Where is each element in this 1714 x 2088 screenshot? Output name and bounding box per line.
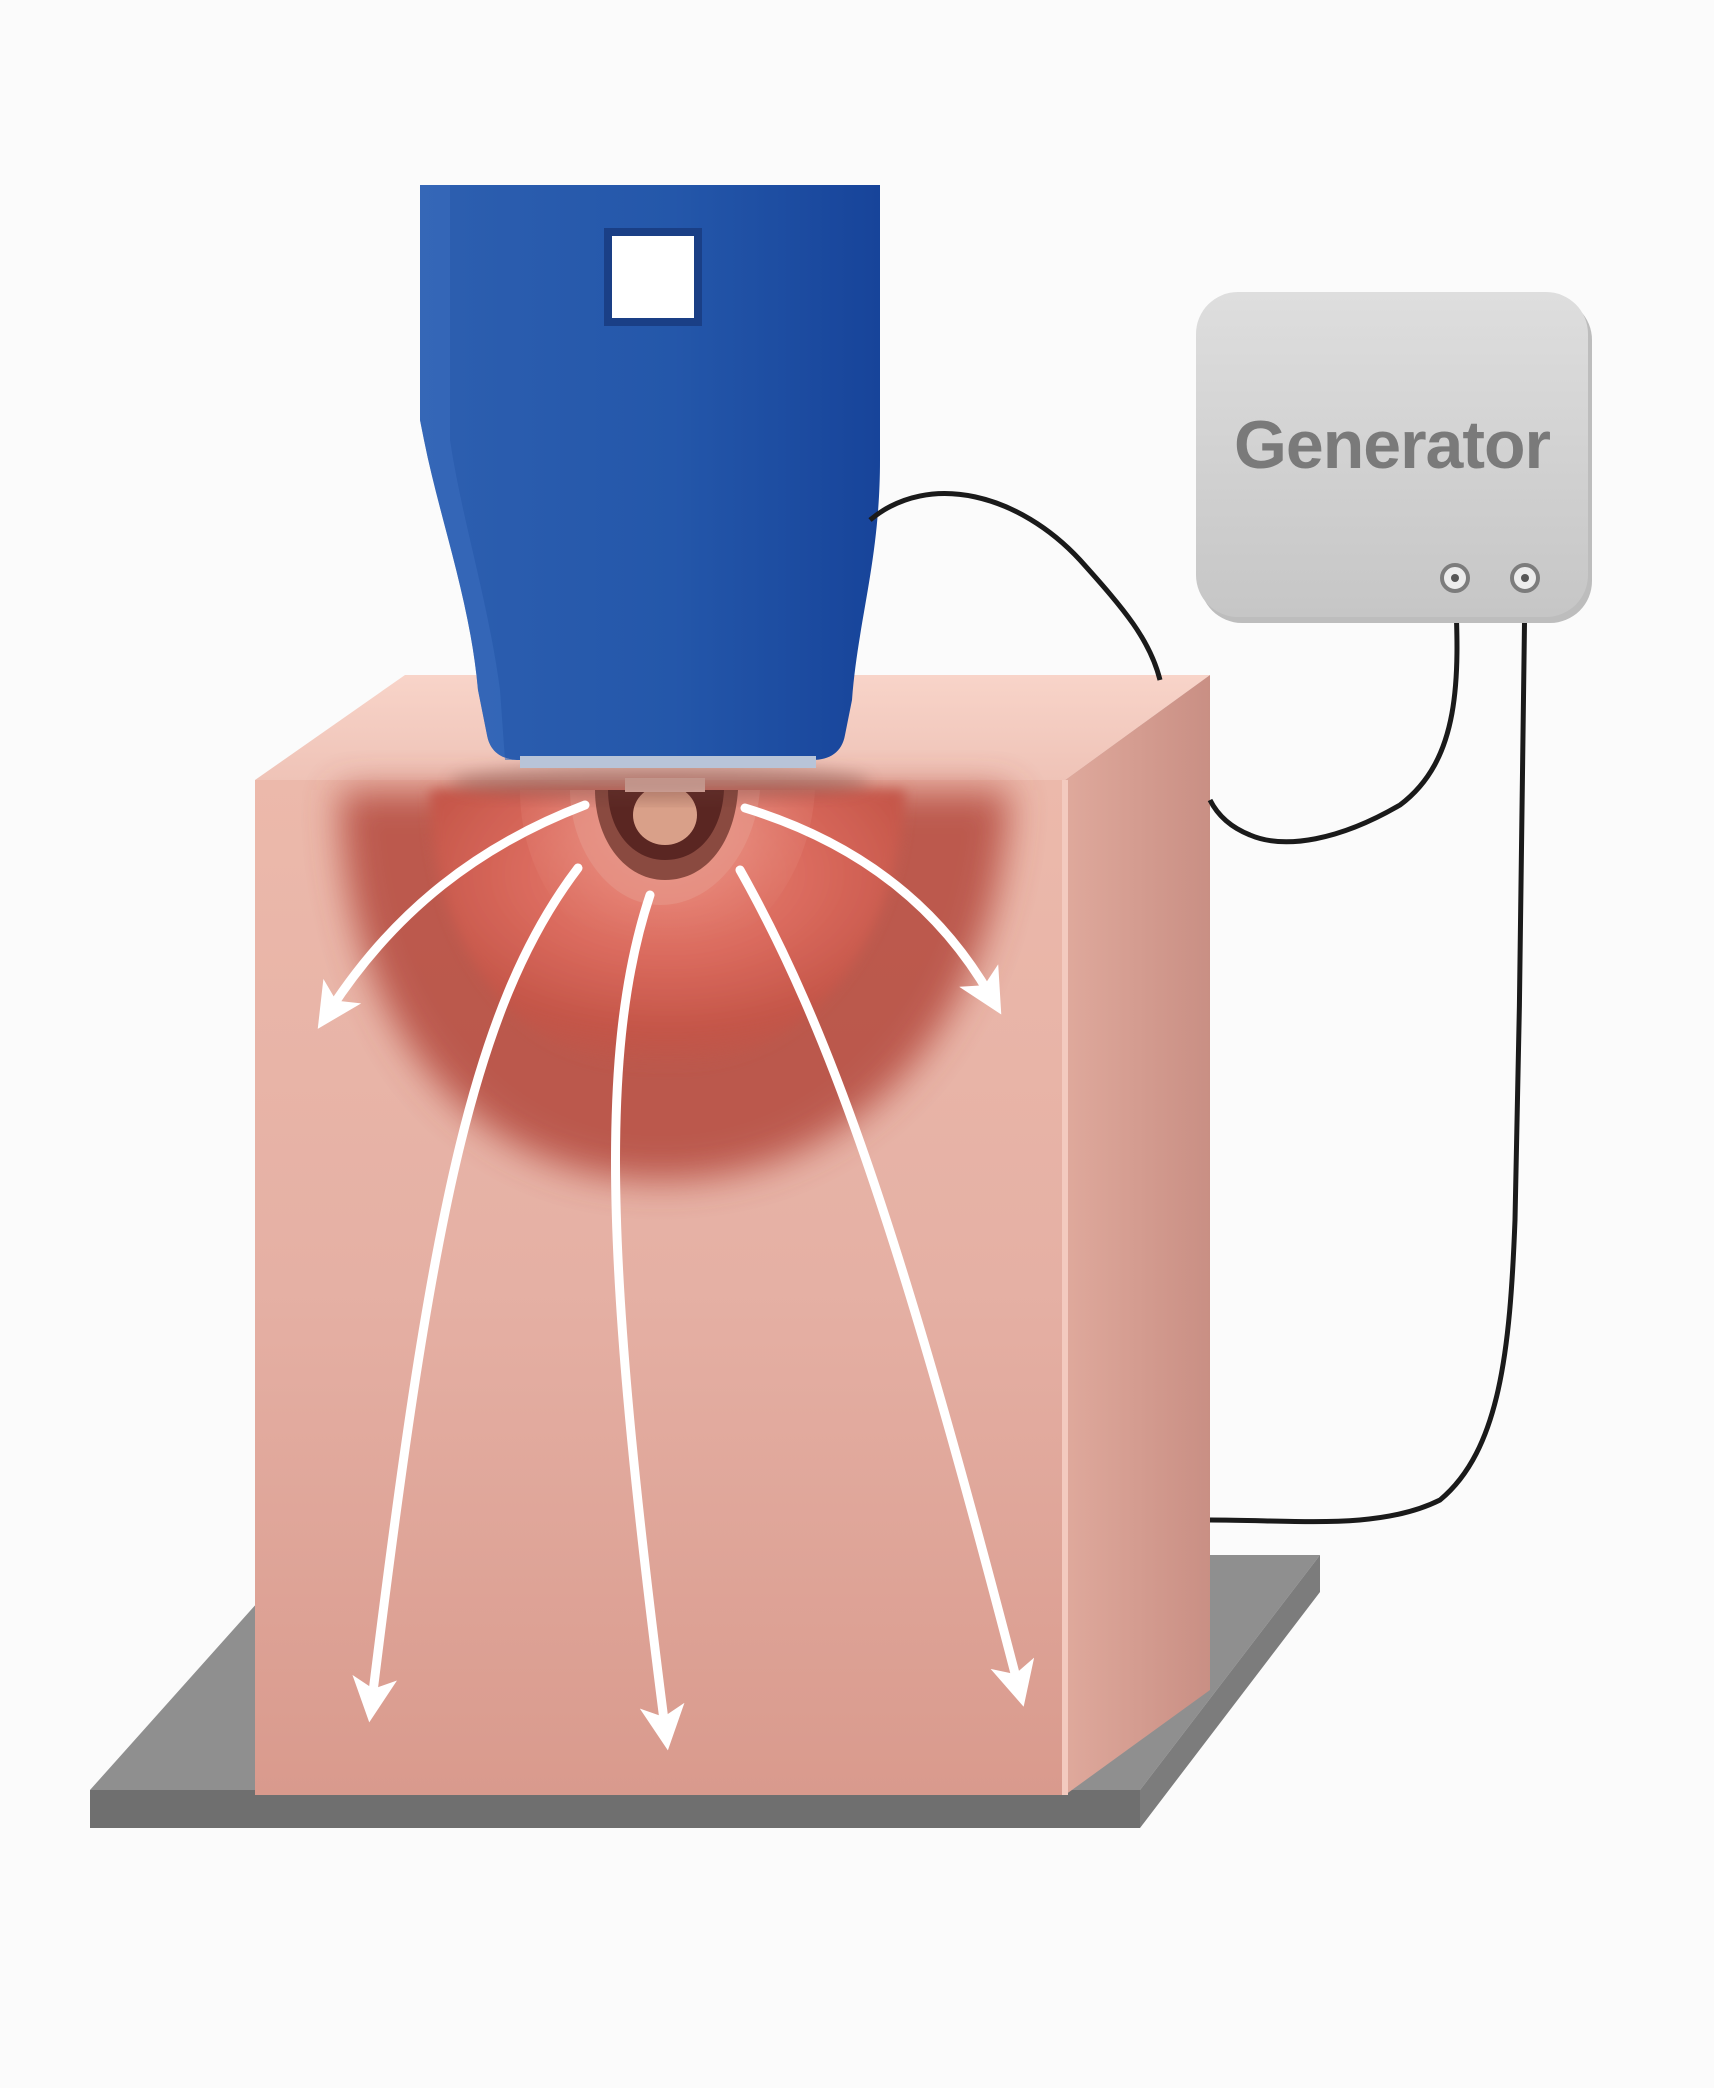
arrow-far-left	[317, 800, 590, 1029]
rf-probe-icon	[420, 185, 880, 768]
generator-wire-1	[1207, 584, 1460, 845]
arrow-far-right	[740, 803, 1002, 1015]
generator-wire-2	[1209, 584, 1528, 1525]
generator-box-icon: Generator	[1196, 292, 1592, 623]
wires	[868, 491, 1528, 1525]
arrow-center	[610, 890, 685, 1751]
generator-label: Generator	[1234, 407, 1551, 483]
arrow-mid-right	[735, 865, 1035, 1707]
arrow-mid-left	[352, 863, 583, 1723]
current-flow-arrows	[317, 800, 1035, 1751]
probe-wire	[868, 491, 1163, 681]
